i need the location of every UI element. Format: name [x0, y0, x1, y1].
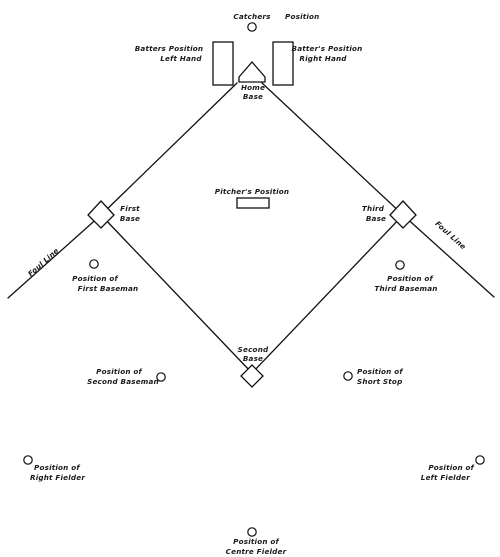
- pitcher-position-label: Pitcher's Position: [215, 187, 289, 196]
- right-fielder-marker: [23, 455, 33, 465]
- left-foul-line: [7, 214, 102, 299]
- third-base-label-2: Base: [366, 214, 386, 223]
- second-base-label: Second: [238, 345, 269, 354]
- first-base-label: First: [120, 204, 140, 213]
- third-baseman-label: Position of: [387, 274, 433, 283]
- batter-left-label-2: Left Hand: [160, 54, 202, 63]
- home-base-label-2: Base: [243, 92, 263, 101]
- batter-right-label-2: Right Hand: [299, 54, 347, 63]
- batter-left-label: Batters Position: [135, 44, 204, 53]
- pitcher-plate: [236, 197, 270, 209]
- third-base-bag: [389, 200, 417, 229]
- catcher-position-marker: [247, 22, 257, 32]
- left-fielder-marker: [475, 455, 485, 465]
- centre-fielder-label: Position of: [233, 537, 279, 546]
- second-base-bag: [240, 364, 264, 388]
- first-baseman-label-2: First Baseman: [78, 284, 139, 293]
- first-to-second-line: [100, 214, 253, 374]
- third-base-line: [261, 82, 404, 216]
- right-fielder-label-2: Right Fielder: [30, 473, 85, 482]
- third-baseman-label-2: Third Baseman: [374, 284, 437, 293]
- short-stop-marker: [343, 371, 353, 381]
- third-to-second-line: [251, 214, 404, 374]
- third-base-label: Third: [362, 204, 385, 213]
- catcher-position-label: Catchers: [233, 12, 271, 21]
- batter-right-label: Batter's Position: [292, 44, 363, 53]
- centre-fielder-marker: [247, 527, 257, 537]
- left-fielder-label-2: Left Fielder: [421, 473, 470, 482]
- home-base-label: Home: [241, 83, 265, 92]
- third-baseman-marker: [395, 260, 405, 270]
- short-stop-label-2: Short Stop: [357, 377, 402, 386]
- second-baseman-label-2: Second Baseman: [87, 377, 159, 386]
- second-baseman-marker: [156, 372, 166, 382]
- first-baseman-marker: [89, 259, 99, 269]
- centre-fielder-label-2: Centre Fielder: [226, 547, 287, 556]
- right-foul-line: [402, 214, 495, 298]
- first-base-bag: [87, 200, 115, 229]
- second-baseman-label: Position of: [96, 367, 142, 376]
- right-fielder-label: Position of: [34, 463, 80, 472]
- right-hand-batter-box: [272, 41, 294, 86]
- left-fielder-label: Position of: [428, 463, 474, 472]
- short-stop-label: Position of: [357, 367, 403, 376]
- second-base-label-2: Base: [243, 354, 263, 363]
- first-base-label-2: Base: [120, 214, 140, 223]
- first-baseman-label: Position of: [72, 274, 118, 283]
- home-plate: [238, 61, 266, 83]
- left-hand-batter-box: [212, 41, 234, 86]
- left-foul-line-label: Foul Line: [26, 246, 60, 278]
- catcher-position-label-2: Position: [285, 12, 320, 21]
- first-base-line: [100, 82, 238, 216]
